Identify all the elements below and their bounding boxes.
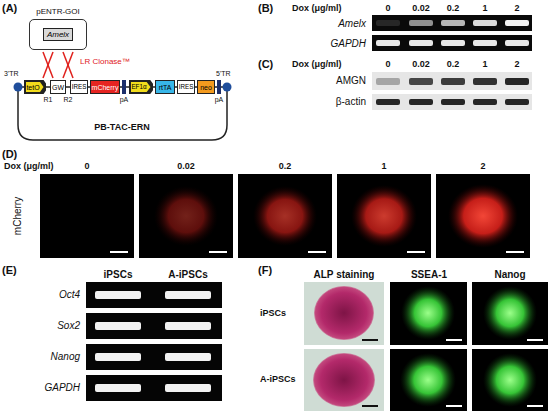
staining-images [304,282,548,411]
channel-label: mCherry [12,197,24,235]
site-label: R2 [64,96,73,104]
ires-box: IRES [70,80,88,94]
element-label: pA [120,96,129,104]
protein-label: β-actin [336,96,366,108]
pluripotency-gel [86,282,222,401]
element-label: pA [215,96,224,104]
gene-label: Amelx [338,18,366,30]
panel-letter: (B) [258,2,273,15]
stain-label: Nanog [494,269,525,281]
gene-label: Nanog [51,351,80,363]
sample-label: A-iPSCs [260,374,296,384]
axis-title: Dox (μg/ml) [292,59,342,69]
element-label: 3'TR [4,70,19,78]
vector-name: pENTR-GOI [29,8,87,16]
transactivator-box: rtTA [155,80,175,94]
dose-value: 1 [482,3,487,13]
dose-value: 0.02 [412,3,430,13]
element-name: neo [200,84,212,91]
panel-letter: (D) [2,148,17,161]
fluorescence-images [40,174,530,258]
dose-value: 1 [482,59,487,69]
site-label: R1 [44,96,53,104]
panel-letter: (A) [2,2,17,15]
stain-label: ALP staining [314,269,375,281]
gene-label: GAPDH [44,382,80,394]
dose-value: 0 [385,3,390,13]
axis-title: Dox (μg/ml) [4,161,54,171]
element-name: IRES [72,84,87,90]
sample-label: A-iPSCs [168,269,207,281]
protein-label: AMGN [336,75,366,87]
dose-value: 1 [381,161,386,171]
dose-value: 2 [514,3,519,13]
element-name: EF1α [131,84,146,90]
panel-letter: (F) [258,264,272,277]
reporter-box: mCherry [90,80,120,94]
panel-letter: (E) [2,264,17,277]
rt-pcr-gel [372,15,532,51]
gene-label: GAPDH [330,38,366,50]
sample-label: iPSCs [260,308,286,318]
dose-value: 0.02 [412,59,430,69]
promoter-arrow: EF1α [129,80,153,94]
dose-value: 2 [514,59,519,69]
element-name: IRES [179,84,194,90]
axis-title: Dox (μg/ml) [292,3,342,13]
element-name: tetO [26,84,39,91]
sample-label: iPSCs [104,269,133,281]
dose-value: 0 [84,161,89,171]
plasmid-map [14,52,232,140]
element-label: 5'TR [216,70,231,78]
gene-label: Sox2 [57,320,80,332]
promoter-arrow: tetO [24,80,46,94]
dose-value: 0.2 [447,3,460,13]
plasmid-name: PB-TAC-ERN [94,122,149,132]
dose-value: 0.02 [177,161,195,171]
dose-value: 0 [385,59,390,69]
vector-box: pENTR-GOI Amelx [29,8,87,50]
dose-value: 2 [480,161,485,171]
gene-label: Oct4 [59,289,80,301]
dose-value: 0.2 [279,161,292,171]
selection-box: neo [197,80,215,94]
enzyme-label: LR Clonase™ [80,57,130,66]
element-name: Amelx [47,31,69,39]
gene-box: Amelx [43,28,73,41]
dose-value: 0.2 [447,59,460,69]
western-blot [372,72,532,110]
element-name: rtTA [159,84,172,91]
panel-letter: (C) [258,58,273,71]
stain-label: SSEA-1 [411,269,447,281]
element-name: GW [52,84,64,91]
gateway-box: GW [50,80,66,94]
ires-box: IRES [177,80,195,94]
element-name: mCherry [92,84,119,91]
